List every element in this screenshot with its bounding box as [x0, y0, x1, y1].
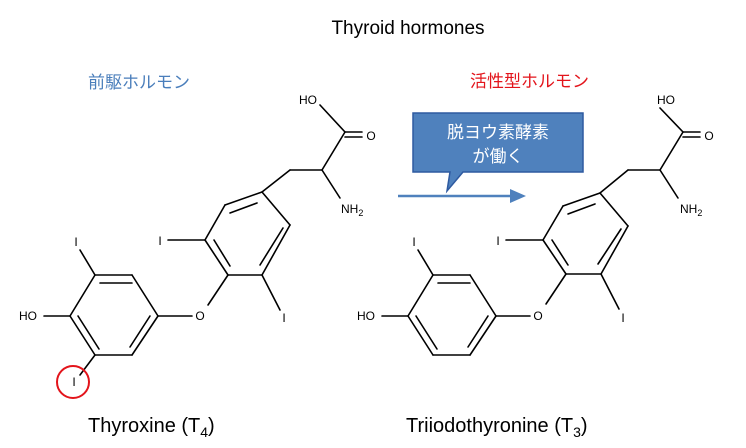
- iodine-label: I: [282, 311, 285, 325]
- carbonyl-oxygen-label: O: [704, 129, 713, 143]
- deiodinase-callout: 脱ヨウ素酵素 が働く: [412, 112, 584, 194]
- triiodothyronine-bonds: [381, 107, 701, 356]
- amine-label: NH2: [341, 202, 363, 218]
- thyroxine-name: Thyroxine (T4): [88, 415, 215, 440]
- arrow-head-icon: [510, 189, 526, 203]
- iodine-label: I: [158, 234, 161, 248]
- triiodothyronine-structure: HO O NH2 I I O I HO: [357, 93, 714, 356]
- phenol-hydroxyl-label: HO: [357, 309, 375, 323]
- ether-oxygen-label: O: [195, 309, 204, 323]
- amine-label: NH2: [680, 202, 702, 218]
- conversion-arrow: [398, 189, 526, 203]
- precursor-hormone-label: 前駆ホルモン: [88, 73, 190, 93]
- phenol-hydroxyl-label: HO: [19, 309, 37, 323]
- carboxyl-hydroxyl-label: HO: [657, 93, 675, 107]
- iodine-label: I: [74, 235, 77, 249]
- carbonyl-oxygen-label: O: [366, 129, 375, 143]
- thyroxine-structure: HO O NH2 I I O I HO I: [19, 93, 376, 399]
- callout-box: [412, 112, 584, 194]
- removed-iodine-label: I: [72, 375, 75, 389]
- callout-line-2: が働く: [473, 147, 524, 167]
- iodine-label: I: [621, 311, 624, 325]
- iodine-label: I: [412, 235, 415, 249]
- active-hormone-label: 活性型ホルモン: [470, 72, 589, 92]
- callout-line-1: 脱ヨウ素酵素: [447, 123, 549, 143]
- carboxyl-hydroxyl-label: HO: [299, 93, 317, 107]
- triiodothyronine-name: Triiodothyronine (T3): [406, 415, 588, 440]
- iodine-label: I: [496, 234, 499, 248]
- highlight-circle: [56, 365, 90, 399]
- page-title: Thyroid hormones: [331, 18, 484, 39]
- thyroxine-bonds: [43, 104, 363, 376]
- ether-oxygen-label: O: [533, 309, 542, 323]
